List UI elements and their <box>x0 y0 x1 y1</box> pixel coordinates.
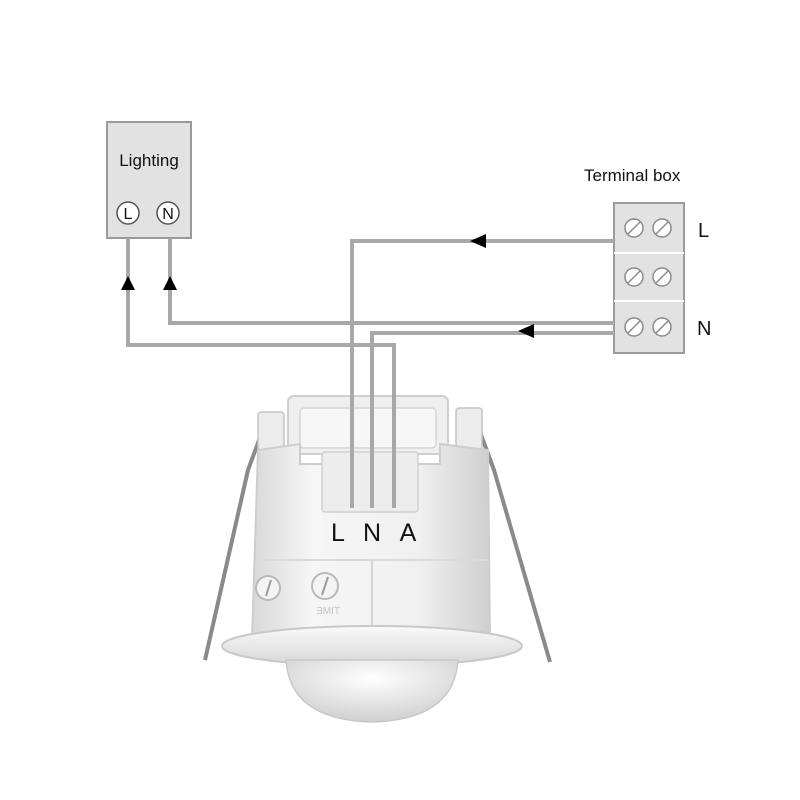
sensor-label-l: L <box>331 519 345 547</box>
arrow-to-lighting-l <box>121 276 135 290</box>
pir-lens <box>285 659 459 723</box>
arrow-neutral-in <box>518 324 534 338</box>
spring-clip-right <box>478 431 552 663</box>
arrow-live-in <box>470 234 486 248</box>
sensor-label-a: A <box>400 519 417 547</box>
lighting-terminal-n: N <box>156 201 180 225</box>
screw-terminal-row-3 <box>624 317 672 337</box>
svg-text:TIME: TIME <box>316 606 340 617</box>
terminal-box <box>613 202 685 354</box>
wire-supply-neutral <box>168 238 614 325</box>
lux-dial <box>255 575 281 601</box>
lighting-box: Lighting L N <box>106 121 192 239</box>
terminal-box-title: Terminal box <box>584 166 681 185</box>
lighting-terminal-l-label: L <box>124 206 133 223</box>
wire-supply-live <box>350 239 614 508</box>
lighting-title: Lighting <box>119 151 179 170</box>
screw-terminal-row-2 <box>624 267 672 287</box>
terminal-box-label-l: L <box>698 220 709 242</box>
terminal-box-label-n: N <box>697 318 711 340</box>
sensor-label-n: N <box>363 519 381 547</box>
wire-sensor-output <box>126 238 396 508</box>
lighting-terminal-l: L <box>116 201 140 225</box>
screw-terminal-row-1 <box>624 218 672 238</box>
lighting-terminal-n-label: N <box>162 206 174 223</box>
arrow-to-lighting-n <box>163 276 177 290</box>
motion-sensor: TIME <box>203 395 552 723</box>
clip-tab-right <box>455 407 483 451</box>
time-dial <box>311 572 339 600</box>
